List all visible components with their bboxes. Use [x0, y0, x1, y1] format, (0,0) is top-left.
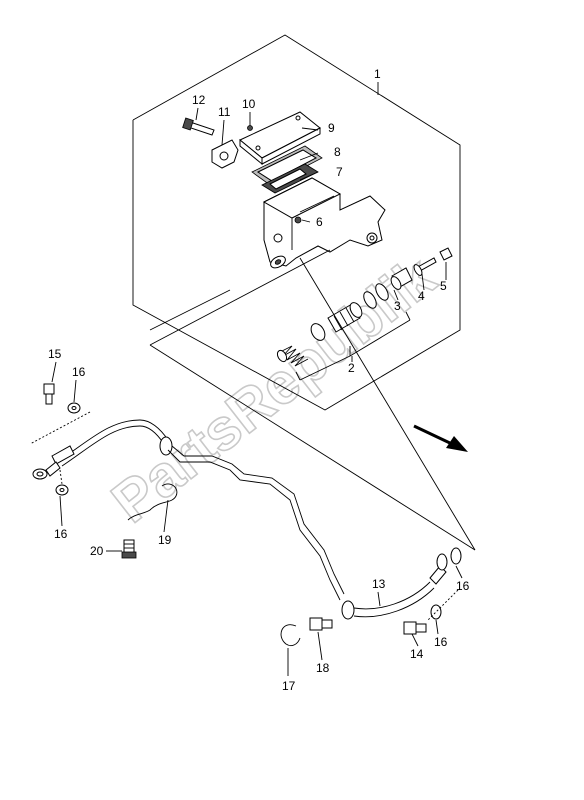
- label-leaders: [51, 361, 463, 676]
- callout-20: 20: [90, 544, 104, 558]
- callout-16a: 16: [72, 365, 86, 379]
- callout-1: 1: [374, 67, 381, 81]
- callout-18: 18: [316, 661, 330, 675]
- assembly-box: [132, 34, 461, 411]
- screw-10: [247, 125, 253, 131]
- hose-clamp: [127, 483, 178, 521]
- callout-10: 10: [242, 97, 256, 111]
- grommet-right: [341, 600, 355, 620]
- fasteners: [29, 383, 462, 647]
- callout-13: 13: [372, 577, 386, 591]
- clutch-hose: [32, 419, 448, 620]
- callout-19: 19: [158, 533, 172, 547]
- callout-15: 15: [48, 347, 62, 361]
- cap-screw-hole: [255, 145, 261, 151]
- callout-14: 14: [410, 647, 424, 661]
- callout-2: 2: [348, 361, 355, 375]
- callout-4: 4: [418, 289, 425, 303]
- washer-16c: [450, 547, 462, 565]
- master-cylinder-group: [239, 111, 386, 269]
- spring: [276, 345, 309, 367]
- callout-8: 8: [334, 145, 341, 159]
- union-bolt-15: [43, 383, 55, 405]
- nut: [439, 247, 453, 261]
- piston-cup: [310, 323, 326, 341]
- callout-16c: 16: [456, 579, 470, 593]
- arrow-down-right-icon: [413, 424, 468, 452]
- circlip: [375, 283, 389, 301]
- washer-16d: [430, 604, 442, 620]
- bolt-18: [309, 617, 333, 631]
- callout-labels: 1 2 3 4 5 6 7 8 9 10 11 12 13 14 15 16 1…: [48, 67, 470, 693]
- callout-6: 6: [316, 215, 323, 229]
- callout-11: 11: [218, 105, 231, 119]
- callout-9: 9: [328, 121, 335, 135]
- callout-12: 12: [192, 93, 206, 107]
- reservoir-screw: [294, 216, 302, 224]
- bracket-group: [182, 117, 253, 169]
- o-ring: [363, 291, 377, 309]
- banjo-fitting-right: [436, 553, 448, 571]
- leader-lines: [149, 82, 476, 551]
- callout-17: 17: [282, 679, 296, 693]
- callout-3: 3: [394, 299, 401, 313]
- callout-7: 7: [336, 165, 343, 179]
- bolt-20: [121, 539, 137, 559]
- callout-5: 5: [440, 279, 447, 293]
- piston-group: [276, 247, 453, 381]
- callout-16d: 16: [434, 635, 448, 649]
- clip-17: [280, 624, 301, 647]
- union-bolt-14: [403, 621, 427, 635]
- callout-16b: 16: [54, 527, 68, 541]
